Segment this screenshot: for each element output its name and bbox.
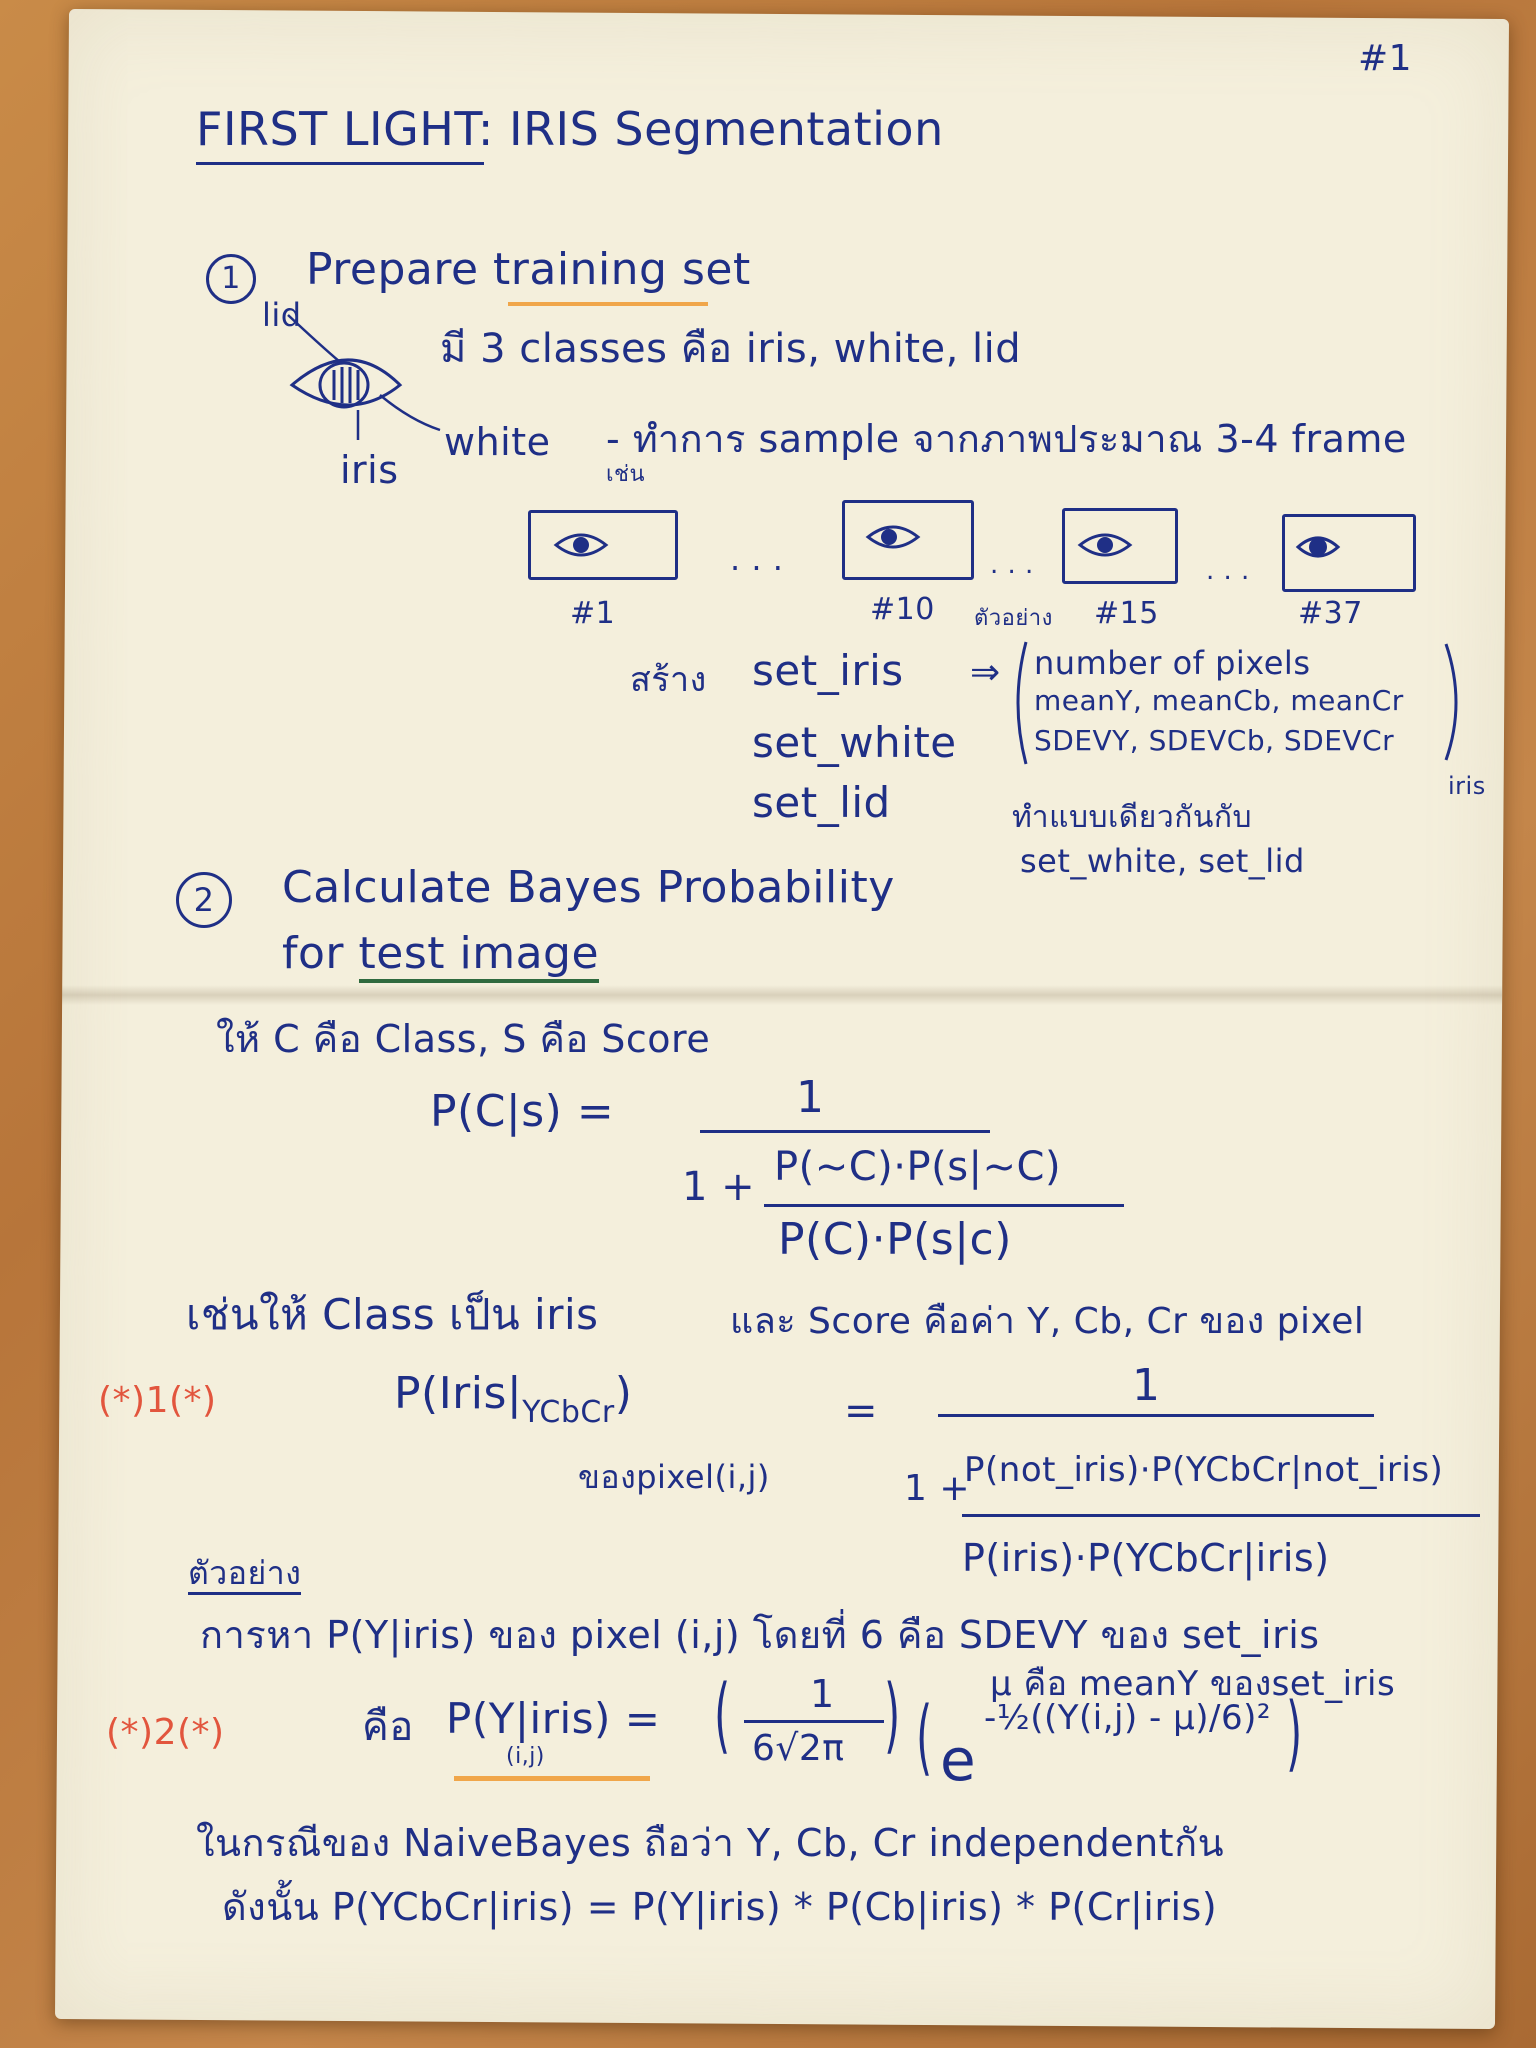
- sample-note: เช่น: [606, 462, 645, 487]
- frame-label-37: #37: [1298, 596, 1363, 631]
- eye-sketch-icon: [287, 314, 441, 440]
- formula1-lhs: P(C|s) =: [430, 1086, 615, 1137]
- page-title: FIRST LIGHT: IRIS Segmentation: [196, 102, 944, 156]
- sample-frame-10: [842, 500, 974, 580]
- formula1-inner-numerator: P(~C)·P(s|~C): [774, 1144, 1062, 1190]
- formula3-exp: -½((Y(i,j) - μ)/6)²: [984, 1698, 1272, 1738]
- given-line: ให้ C คือ Class, S คือ Score: [216, 1017, 711, 1061]
- formula1-inner-denominator: P(C)·P(s|c): [778, 1214, 1012, 1265]
- feature-line-2: meanY, meanCb, meanCr: [1034, 684, 1404, 717]
- formula1-numerator: 1: [796, 1072, 825, 1123]
- formula2-inner-numerator: P(not_iris)·P(YCbCr|not_iris): [964, 1450, 1444, 1490]
- sets-prefix: สร้าง: [630, 660, 707, 700]
- eye-icon: [865, 525, 921, 549]
- formula2-denominator-prefix: 1 +: [904, 1468, 971, 1509]
- sample-frame-1: [528, 510, 678, 580]
- classes-line: มี 3 classes คือ iris, white, lid: [440, 326, 1022, 372]
- frame-label-10: #10: [870, 592, 935, 627]
- step1-marker: 1: [206, 254, 256, 304]
- arrow-icon: ⇒: [970, 652, 1001, 693]
- frame-label-15: #15: [1094, 596, 1159, 631]
- example-score: และ Score คือค่า Y, Cb, Cr ของ pixel: [730, 1301, 1365, 1342]
- step2-heading-line2: for test image: [282, 928, 600, 983]
- frame-label-1: #1: [570, 596, 616, 631]
- ellipsis-3: . . .: [1206, 556, 1250, 586]
- formula1-denominator-prefix: 1 +: [682, 1164, 756, 1210]
- ellipsis-2: . . .: [990, 550, 1034, 580]
- features-bracket: [1016, 641, 1458, 765]
- eye-label-lid: lid: [262, 296, 302, 334]
- find-line: การหา P(Y|iris) ของ pixel (i,j) โดยที่ 6…: [200, 1613, 1320, 1657]
- formula2-lhs: P(Iris|YCbCr): [394, 1368, 633, 1430]
- final-line: ดังนั้น P(YCbCr|iris) = P(Y|iris) * P(Cb…: [222, 1885, 1218, 1929]
- formula2-inner-denominator: P(iris)·P(YCbCr|iris): [962, 1536, 1330, 1580]
- mu-line: μ คือ meanY ของset_iris: [990, 1664, 1396, 1704]
- formula3-lhs: P(Y|iris) =: [446, 1694, 661, 1743]
- formula3-exp-base: e: [940, 1726, 977, 1794]
- formula2-inner-bar: [962, 1514, 1480, 1517]
- example-line: เช่นให้ Class เป็น iris: [186, 1290, 599, 1339]
- mark-2: (*)2(*): [106, 1712, 225, 1753]
- features-tag: iris: [1448, 772, 1486, 800]
- formula3-coef-den: 6√2π: [752, 1728, 845, 1769]
- training-highlight: [508, 302, 708, 306]
- step1-heading: Prepare training set: [306, 244, 751, 295]
- naive-line: ในกรณีของ NaiveBayes ถือว่า Y, Cb, Cr in…: [196, 1821, 1225, 1865]
- test-image-highlight: test image: [358, 928, 600, 983]
- same-sets: set_white, set_lid: [1020, 842, 1305, 880]
- paren-open: (: [714, 1668, 731, 1763]
- paren-close-2: ): [1286, 1686, 1303, 1781]
- formula2-lhs-note: ของpixel(i,j): [578, 1458, 770, 1496]
- formula3-prefix: คือ: [362, 1704, 414, 1750]
- set-white: set_white: [752, 718, 957, 767]
- example-label: ตัวอย่าง: [188, 1548, 302, 1599]
- eye-label-white: white: [444, 420, 551, 464]
- set-lid: set_lid: [752, 778, 891, 827]
- step2-heading-line1: Calculate Bayes Probability: [282, 862, 895, 913]
- sample-frame-15: [1062, 508, 1178, 584]
- sample-frame-37: [1282, 514, 1416, 592]
- formula2-fraction-bar: [938, 1414, 1374, 1417]
- formula3-coef-bar: [744, 1720, 884, 1723]
- page-fold: [62, 985, 1502, 1005]
- formula3-highlight: [454, 1776, 650, 1781]
- formula3-coef-num: 1: [810, 1672, 835, 1716]
- mark-1: (*)1(*): [98, 1380, 217, 1421]
- feature-line-1: number of pixels: [1034, 644, 1311, 682]
- paren-open-2: (: [916, 1690, 933, 1785]
- eye-label-iris: iris: [340, 448, 399, 492]
- formula1-inner-bar: [764, 1204, 1124, 1207]
- ellipsis-1: . . .: [730, 540, 784, 578]
- formula2-eq: =: [844, 1388, 879, 1434]
- title-underline: [196, 162, 484, 165]
- sample-line: - ทำการ sample จากภาพประมาณ 3-4 frame: [606, 417, 1407, 461]
- formula3-lhs-sub: (i,j): [506, 1744, 545, 1769]
- eye-icon: [1077, 533, 1133, 557]
- paren-close: ): [884, 1668, 901, 1763]
- set-iris: set_iris: [752, 646, 904, 695]
- feature-line-3: SDEVY, SDEVCb, SDEVCr: [1034, 724, 1395, 757]
- frame-prefix: ตัวอย่าง: [974, 606, 1053, 631]
- formula1-fraction-bar: [700, 1130, 990, 1133]
- eye-icon: [553, 533, 609, 557]
- formula2-numerator: 1: [1132, 1360, 1161, 1411]
- step2-marker: 2: [176, 872, 232, 928]
- same-note: ทำแบบเดียวกันกับ: [1012, 800, 1253, 835]
- eye-icon: [1295, 536, 1341, 558]
- page-number: #1: [1358, 38, 1413, 79]
